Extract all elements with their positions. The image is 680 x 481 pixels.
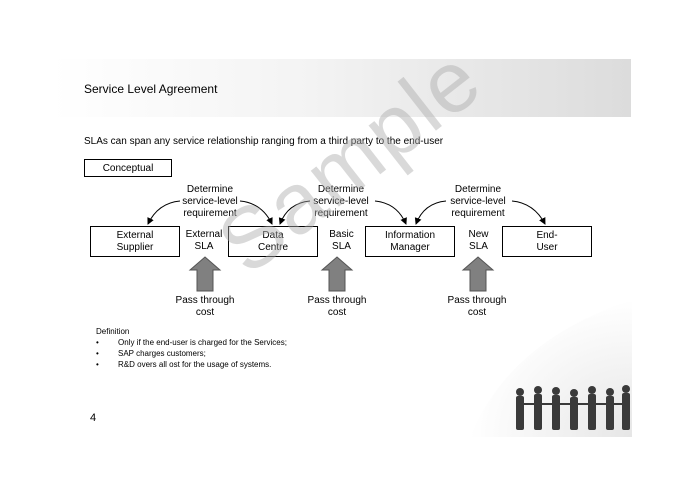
node-data-centre: Data Centre [228, 226, 318, 257]
sla-label-new: New SLA [455, 229, 502, 253]
sla-label-external: External SLA [180, 229, 228, 253]
definition-section: Definition Only if the end-user is charg… [96, 326, 287, 370]
determine-curve-left-3 [414, 200, 447, 225]
determine-curve-left-1 [147, 200, 181, 225]
determine-curve-right-3 [511, 200, 546, 225]
page-title: Service Level Agreement [84, 82, 218, 96]
page-number: 4 [90, 412, 97, 424]
node-external-supplier: External Supplier [90, 226, 180, 257]
pass-arrow-1 [188, 256, 222, 292]
pass-label-2: Pass through cost [307, 295, 367, 318]
definition-heading: Definition [96, 327, 130, 336]
definition-item: R&D overs all ost for the usage of syste… [96, 359, 287, 370]
pass-label-3: Pass through cost [447, 295, 507, 318]
subtitle: SLAs can span any service relationship r… [84, 136, 444, 147]
header-band [52, 59, 631, 117]
determine-curve-left-2 [278, 200, 311, 225]
people-silhouettes-image [470, 300, 632, 437]
definition-item: Only if the end-user is charged for the … [96, 337, 287, 348]
node-end-user: End- User [502, 226, 592, 257]
node-information-manager: Information Manager [365, 226, 455, 257]
pass-arrow-2 [320, 256, 354, 292]
determine-curve-right-2 [374, 200, 407, 225]
determine-curve-right-1 [239, 200, 273, 225]
definition-item: SAP charges customers; [96, 348, 287, 359]
determine-label-1: Determine service-level requirement [182, 184, 238, 219]
definition-list: Only if the end-user is charged for the … [96, 337, 287, 370]
determine-label-3: Determine service-level requirement [450, 184, 506, 219]
sla-label-basic: Basic SLA [318, 229, 365, 253]
conceptual-label-box: Conceptual [84, 159, 172, 177]
pass-arrow-3 [461, 256, 495, 292]
pass-label-1: Pass through cost [175, 295, 235, 318]
determine-label-2: Determine service-level requirement [313, 184, 369, 219]
